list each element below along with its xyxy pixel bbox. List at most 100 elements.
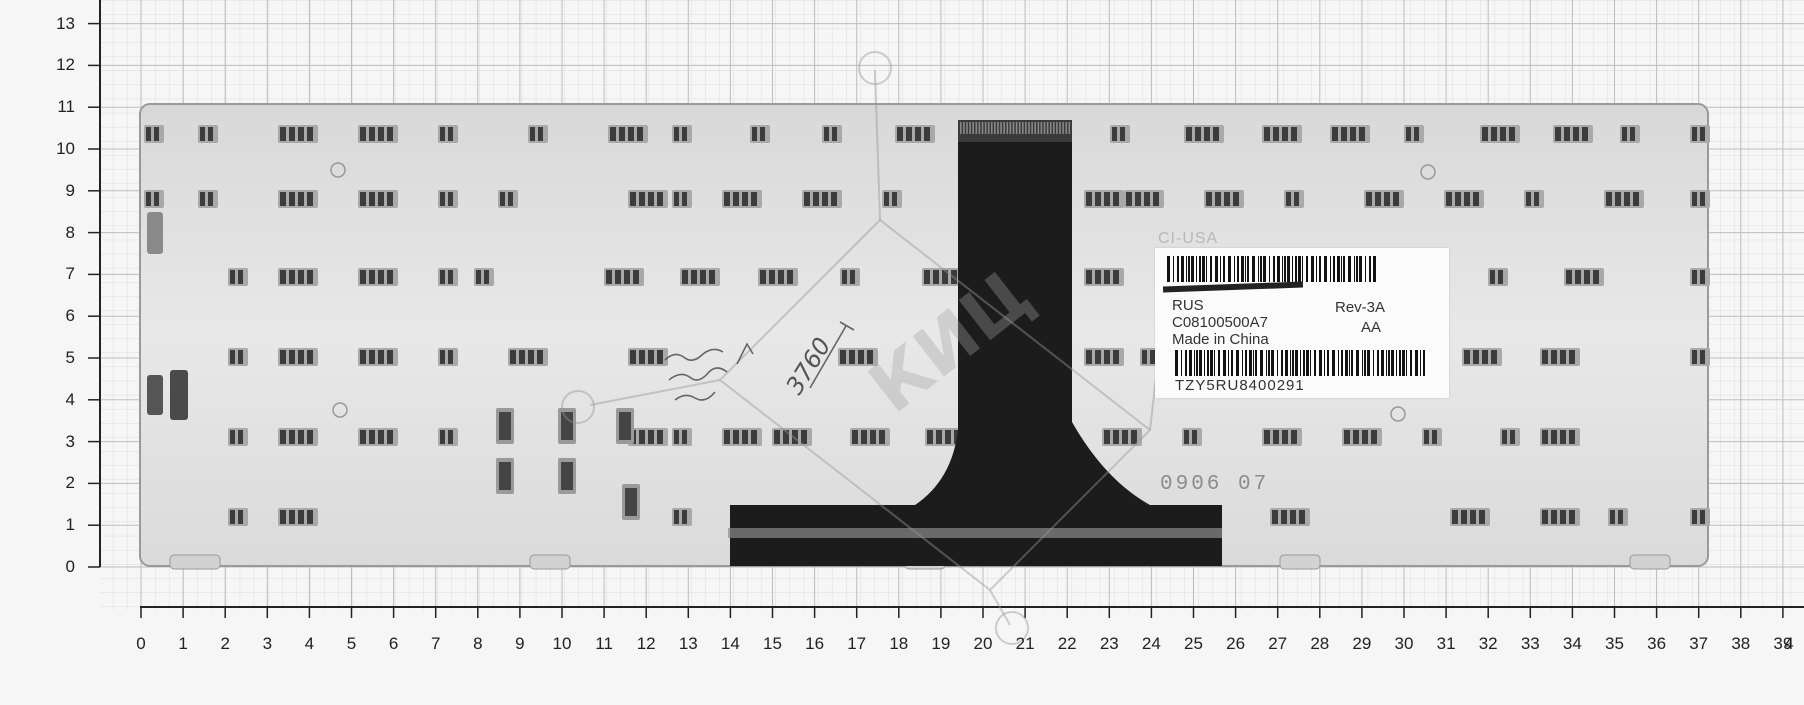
product-label-sticker: RUS C08100500A7 Made in China Rev-3A AA … bbox=[1155, 248, 1449, 398]
key-slot bbox=[144, 125, 164, 143]
key-slot bbox=[850, 428, 890, 446]
x-tick-label: 29 bbox=[1352, 634, 1372, 653]
left-pad bbox=[147, 212, 163, 254]
x-tick-label: 28 bbox=[1310, 634, 1330, 653]
y-tick-label: 13 bbox=[56, 13, 75, 33]
x-tick-label: 30 bbox=[1394, 634, 1414, 653]
key-slot bbox=[1270, 508, 1310, 526]
key-slot bbox=[1084, 348, 1124, 366]
y-tick-label: 12 bbox=[56, 55, 75, 75]
screw-hole bbox=[1390, 406, 1406, 422]
x-tick-label: 16 bbox=[805, 634, 825, 653]
handwritten-bracket bbox=[809, 321, 855, 389]
key-slot bbox=[1342, 428, 1382, 446]
x-tick-label: 11 bbox=[595, 634, 613, 653]
embossed-model: CI-USA bbox=[1158, 230, 1219, 247]
key-slot bbox=[278, 508, 318, 526]
handwritten-scribbles bbox=[664, 342, 754, 401]
key-post bbox=[558, 458, 576, 494]
key-slot bbox=[1462, 348, 1502, 366]
x-tick-label: 24 bbox=[1141, 634, 1161, 653]
ribbon-cable bbox=[730, 122, 1222, 566]
key-slot bbox=[438, 268, 458, 286]
key-post bbox=[622, 484, 640, 520]
key-slot bbox=[228, 428, 248, 446]
key-slot bbox=[278, 348, 318, 366]
y-tick-label: 1 bbox=[65, 515, 75, 535]
y-tick-label: 5 bbox=[65, 348, 75, 367]
key-slot bbox=[1284, 190, 1304, 208]
x-tick-label: 9 bbox=[515, 634, 525, 653]
x-tick-label: 15 bbox=[763, 634, 782, 653]
key-slot bbox=[1124, 190, 1164, 208]
key-slot bbox=[1690, 348, 1710, 366]
x-tick-label: 21 bbox=[1015, 634, 1035, 653]
x-tick-label: 18 bbox=[889, 634, 909, 653]
x-tick-label: 2 bbox=[220, 634, 230, 653]
x-tick-label: 0 bbox=[136, 634, 146, 653]
x-tick-label: 39 bbox=[1773, 634, 1793, 653]
key-slot bbox=[1690, 508, 1710, 526]
label-origin: Made in China bbox=[1172, 331, 1269, 348]
barcode-underline bbox=[1162, 281, 1304, 293]
key-slot bbox=[1404, 125, 1424, 143]
key-slot bbox=[922, 268, 962, 286]
ribbon-shine bbox=[728, 528, 1222, 538]
key-slot bbox=[228, 348, 248, 366]
key-slot bbox=[228, 268, 248, 286]
plate-tab bbox=[169, 554, 221, 570]
key-slot bbox=[1084, 268, 1124, 286]
key-slot bbox=[198, 125, 218, 143]
x-tick-label: 14 bbox=[720, 634, 740, 653]
ribbon-connector-teeth bbox=[960, 122, 1071, 134]
key-slot bbox=[438, 125, 458, 143]
key-slot bbox=[1330, 125, 1370, 143]
key-slot bbox=[672, 508, 692, 526]
key-slot bbox=[1553, 125, 1593, 143]
plate-tab bbox=[529, 554, 571, 570]
barcode-top bbox=[1167, 256, 1376, 282]
y-tick-marks bbox=[88, 22, 100, 568]
key-slot bbox=[1110, 125, 1130, 143]
x-tick-label: 4 bbox=[1784, 634, 1794, 653]
key-slot bbox=[1524, 190, 1544, 208]
key-slot bbox=[882, 190, 902, 208]
key-slot bbox=[722, 190, 762, 208]
key-slot bbox=[1690, 190, 1710, 208]
x-tick-marks bbox=[140, 607, 1784, 618]
x-tick-label: 5 bbox=[346, 634, 357, 653]
label-part-number: C08100500A7 bbox=[1172, 314, 1268, 331]
screw-hole bbox=[332, 402, 348, 418]
x-tick-label: 13 bbox=[678, 634, 698, 653]
key-slot bbox=[358, 428, 398, 446]
y-tick-label: 6 bbox=[65, 306, 75, 326]
key-slot bbox=[1540, 428, 1580, 446]
key-slot bbox=[1500, 428, 1520, 446]
key-slot bbox=[895, 125, 935, 143]
plate-tab bbox=[1279, 554, 1321, 570]
key-slot bbox=[1540, 348, 1580, 366]
key-post bbox=[558, 408, 576, 444]
key-slot bbox=[1184, 125, 1224, 143]
x-tick-label: 12 bbox=[636, 634, 656, 653]
x-tick-label: 31 bbox=[1436, 634, 1456, 653]
x-tick-label: 1 bbox=[178, 634, 188, 653]
left-pad bbox=[170, 370, 188, 420]
key-slot bbox=[1450, 508, 1490, 526]
key-slot bbox=[498, 190, 518, 208]
key-slot bbox=[1604, 190, 1644, 208]
screw-hole bbox=[330, 162, 346, 178]
key-slot bbox=[628, 348, 668, 366]
label-revision-sub: AA bbox=[1361, 319, 1382, 336]
key-post bbox=[496, 458, 514, 494]
x-tick-label: 17 bbox=[847, 634, 867, 653]
key-slot bbox=[1262, 428, 1302, 446]
ribbon-connector bbox=[958, 120, 1072, 142]
y-tick-label: 9 bbox=[65, 180, 75, 200]
y-tick-label: 10 bbox=[56, 139, 75, 158]
key-slot bbox=[1204, 190, 1244, 208]
key-slot bbox=[358, 268, 398, 286]
key-slot bbox=[672, 190, 692, 208]
